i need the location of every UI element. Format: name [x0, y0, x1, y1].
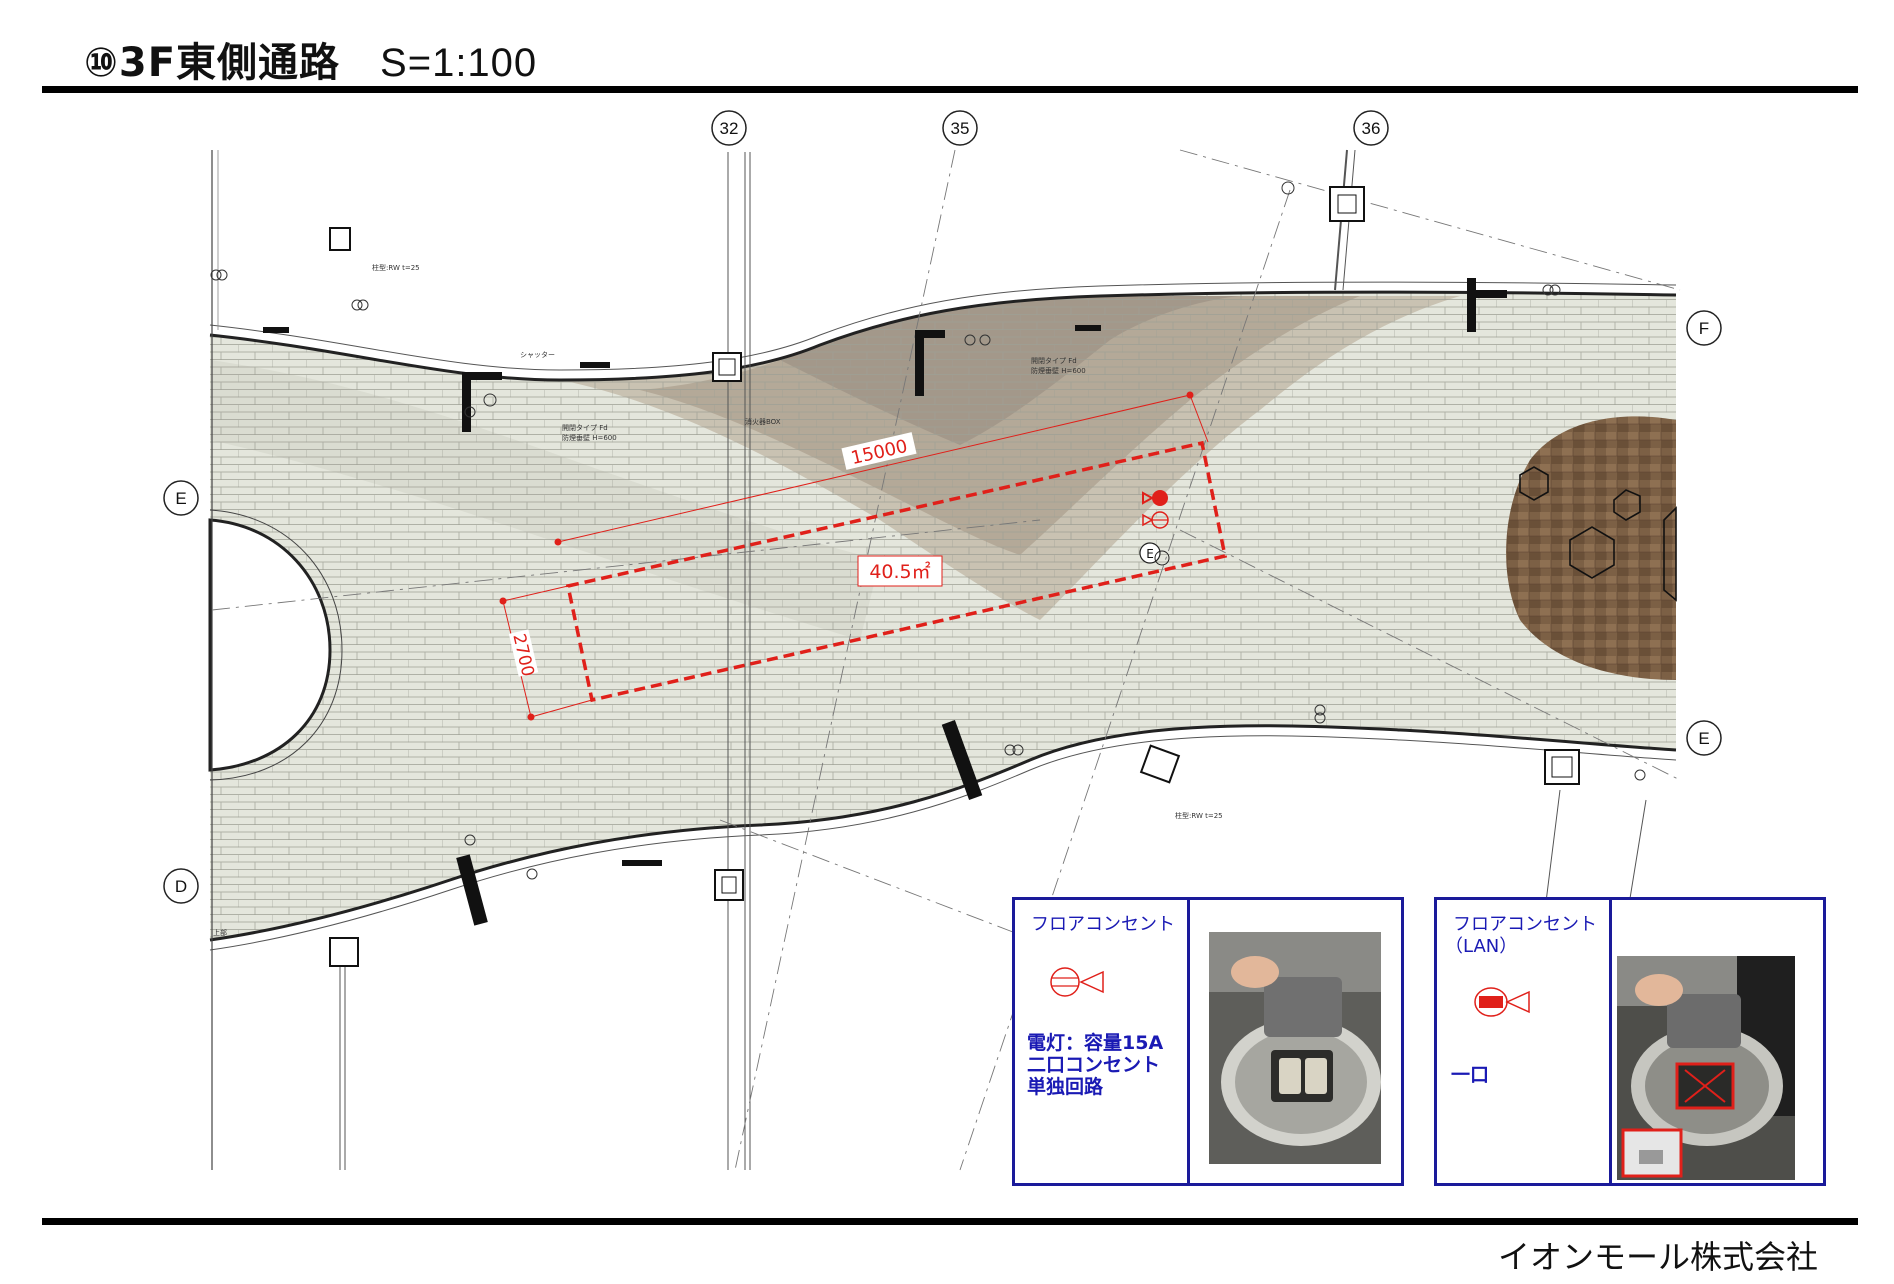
dimension-width-bg [508, 629, 539, 677]
legend-lan-title-2: （LAN） [1445, 936, 1518, 957]
power-outlet-photo [1209, 932, 1381, 1164]
grid-label-f: F [1699, 319, 1709, 338]
note-smoke-type-2: 開閉タイプ Fd [1031, 356, 1077, 365]
note-column-top: 柱型:RW t=25 [372, 263, 420, 272]
legend-power-desc-3: 単独回路 [1027, 1076, 1104, 1098]
note-shutter: シャッター [520, 350, 555, 359]
lan-outlet-icon [1474, 987, 1530, 1017]
wood-hexagons [1519, 466, 1677, 602]
note-upper: 上部 [213, 928, 227, 937]
legend-power-desc-1: 電灯：容量15A [1027, 1032, 1164, 1054]
grid-label-32: 32 [720, 119, 739, 138]
plan-outlet-icons: E [1139, 490, 1170, 566]
columns [329, 186, 1580, 967]
area-label-box [857, 555, 943, 587]
shutter-posts [263, 278, 1507, 926]
title-text: ⑩3F東側通路 [84, 40, 341, 86]
top-rule [42, 86, 1858, 93]
bottom-rule [42, 1218, 1858, 1225]
grid-label-e-right: E [1698, 729, 1709, 748]
legend-lan-desc: 一口 [1451, 1064, 1490, 1086]
legend-power-desc-2: 二口コンセント [1027, 1054, 1161, 1076]
area-label: 40.5㎡ [869, 560, 930, 583]
grid-label-e-left: E [175, 489, 186, 508]
legend-power-outlet: フロアコンセント 電灯：容量15A 二口コンセント 単独回路 [1012, 897, 1404, 1186]
note-smoke-type: 開閉タイプ Fd [562, 423, 608, 432]
lan-outlet-photo [1617, 956, 1795, 1180]
legend-divider [1609, 900, 1612, 1183]
note-smoke-height-2: 防煙垂壁 H=600 [1031, 366, 1086, 375]
legend-divider [1187, 900, 1190, 1183]
note-smoke-height: 防煙垂壁 H=600 [562, 433, 617, 442]
fixtures [210, 181, 1646, 880]
legend-lan-outlet: フロアコンセント （LAN） 一口 [1434, 897, 1826, 1186]
page-title: ⑩3F東側通路 S=1:100 [84, 30, 537, 88]
power-outlet-icon [1050, 967, 1104, 997]
legend-lan-title-1: フロアコンセント [1453, 914, 1597, 935]
grid-label-35: 35 [951, 119, 970, 138]
scale-text: S=1:100 [380, 41, 538, 85]
grid-label-d: D [175, 877, 187, 896]
grid-label-36: 36 [1362, 119, 1381, 138]
dimension-length-bg [841, 432, 917, 470]
note-fire-box: 消火器BOX [745, 417, 781, 426]
note-column-mid: 柱型:RW t=25 [1175, 811, 1223, 820]
company-name: イオンモール株式会社 [1497, 1238, 1818, 1276]
event-area [499, 391, 1228, 721]
legend-power-title: フロアコンセント [1031, 914, 1175, 935]
e-mark: E [1146, 547, 1154, 561]
grid-bubbles [163, 110, 1722, 904]
